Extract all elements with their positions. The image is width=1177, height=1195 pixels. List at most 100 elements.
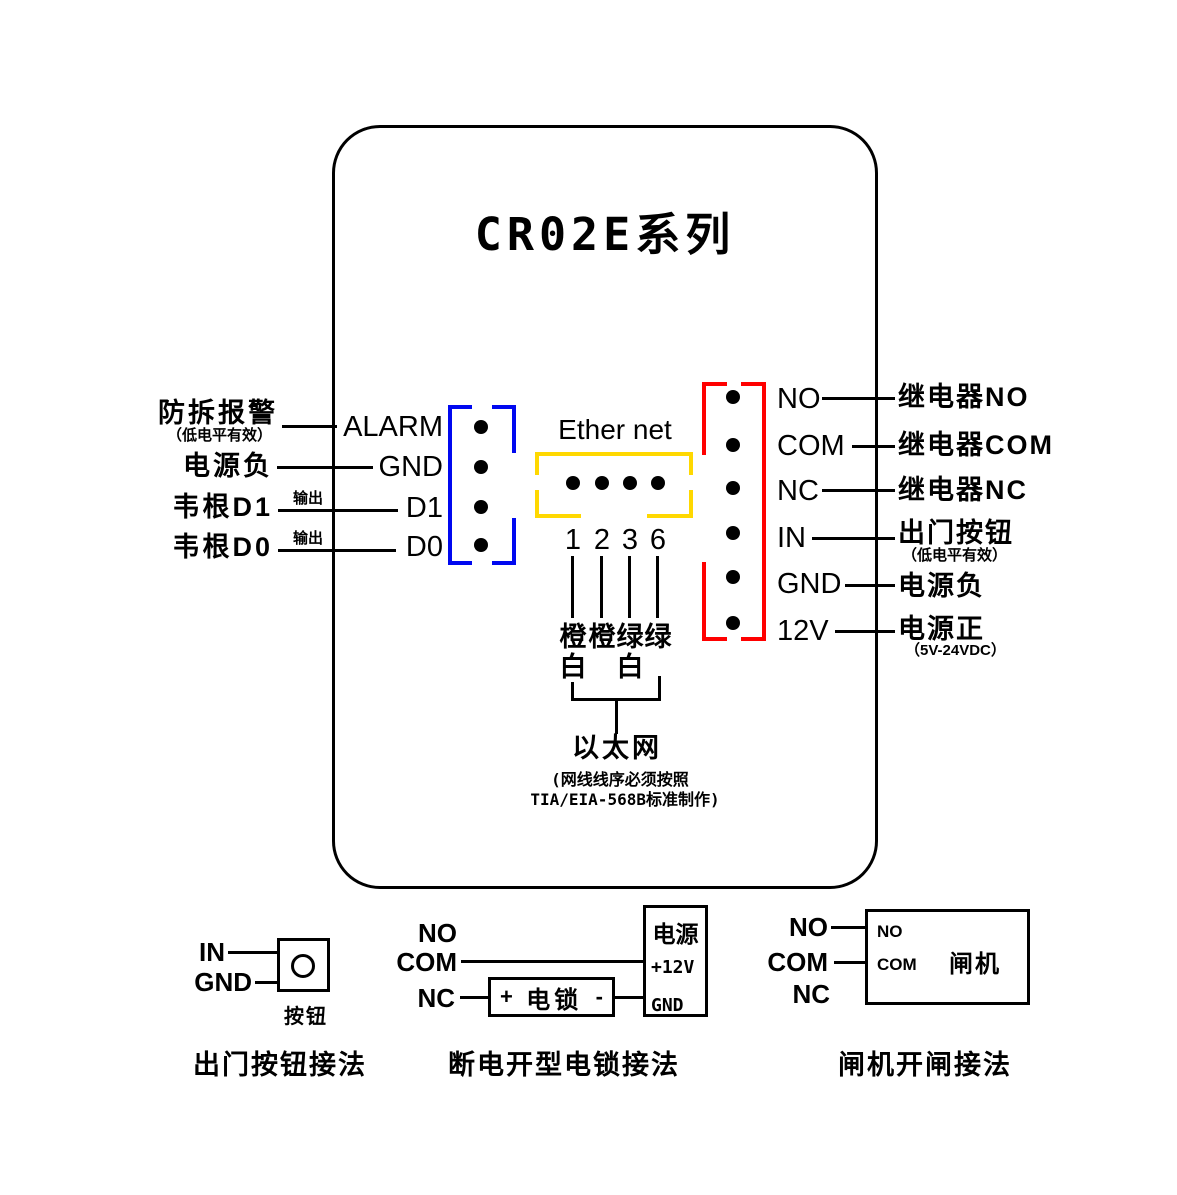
lock-nc-label: NC: [417, 983, 455, 1013]
lock-plus: +: [500, 984, 513, 1009]
wire-color-1: 橙: [559, 622, 587, 652]
pin-gnd-left: GND: [378, 451, 443, 483]
lock-box: + 电锁 -: [488, 977, 615, 1017]
ethernet-note-1: (网线线序必须按照: [551, 770, 689, 789]
wire-gnd-left: [277, 466, 373, 469]
psu-title: 电源: [652, 921, 699, 947]
pin-dot: [474, 500, 488, 514]
lock-no-label: NO: [418, 918, 457, 948]
gate-box-label: 闸机: [949, 951, 1001, 978]
ethernet-bus-label: 以太网: [572, 733, 662, 763]
wire-color-3: 绿: [616, 622, 644, 652]
left-label-wiegand-d0: 韦根D0: [172, 532, 273, 562]
label-power-neg: 电源负: [898, 571, 985, 601]
wire-relay-no: [822, 397, 895, 400]
lock-wire-com: [461, 960, 645, 963]
wire-relay-nc: [822, 489, 895, 492]
ethernet-pin-2: 2: [593, 524, 611, 556]
caption-lock: 断电开型电锁接法: [448, 1050, 680, 1080]
pin-dot: [623, 476, 637, 490]
wire-alarm: [282, 425, 337, 428]
wire-color-2: 橙: [588, 622, 616, 652]
wire-relay-com: [852, 445, 895, 448]
pin-alarm: ALARM: [343, 411, 443, 443]
pin-dot: [726, 438, 740, 452]
gate-nc-label: NC: [792, 979, 830, 1009]
bundle-bracket-left: [571, 682, 574, 701]
pin-dot: [474, 420, 488, 434]
pin-com: COM: [777, 430, 845, 462]
wire-color-3-sub: 白: [616, 652, 644, 682]
pin-d0: D0: [405, 531, 443, 563]
label-power-pos-note: （5V-24VDC）: [905, 642, 1006, 659]
gate-box-no: NO: [877, 922, 903, 941]
pin-dot: [726, 526, 740, 540]
btn-wire-in: [228, 951, 279, 954]
gate-no-label: NO: [789, 912, 828, 942]
pin-gnd-right: GND: [777, 568, 842, 600]
gate-box-com: COM: [877, 955, 917, 974]
label-relay-no: 继电器NO: [898, 382, 1030, 412]
wire-d0: [278, 549, 396, 552]
left-label-alarm: 防拆报警: [158, 398, 278, 428]
caption-gate: 闸机开闸接法: [838, 1050, 1012, 1080]
pin-dot: [651, 476, 665, 490]
wire-d1: [278, 509, 398, 512]
button-box-label: 按钮: [284, 1006, 328, 1028]
ethernet-pin-1: 1: [564, 524, 582, 556]
btn-wire-gnd: [255, 981, 279, 984]
lock-wire-nc: [460, 996, 490, 999]
bundle-stem: [615, 698, 618, 734]
lock-box-label: 电锁: [526, 986, 583, 1014]
left-label-wiegand-d1: 韦根D1: [172, 492, 273, 522]
pin-no: NO: [777, 383, 821, 415]
pin-dot: [726, 390, 740, 404]
gate-wire-no: [831, 926, 867, 929]
psu-box: 电源 +12V GND: [643, 905, 708, 1017]
lock-minus: -: [595, 984, 603, 1009]
label-relay-nc: 继电器NC: [898, 475, 1028, 505]
label-power-pos: 电源正: [898, 614, 985, 644]
pin-12v: 12V: [777, 615, 829, 647]
ethernet-wire-6: [656, 556, 659, 618]
ethernet-pin-3: 3: [621, 524, 639, 556]
ethernet-note-2: TIA/EIA-568B标准制作): [530, 790, 720, 809]
label-relay-com: 继电器COM: [898, 430, 1054, 460]
ethernet-wire-2: [600, 556, 603, 618]
wire-color-6: 绿: [644, 622, 672, 652]
output-tag-d0: 输出: [292, 530, 323, 547]
pin-dot: [726, 481, 740, 495]
lock-wire-gnd: [613, 996, 645, 999]
device-title: CR02E系列: [474, 208, 736, 261]
pin-dot: [474, 460, 488, 474]
btn-gnd-label: GND: [194, 967, 252, 997]
wire-exit-button: [812, 537, 895, 540]
left-label-power-neg: 电源负: [183, 451, 273, 481]
wire-power-pos: [835, 630, 895, 633]
wire-color-1-sub: 白: [559, 652, 587, 682]
gate-com-label: COM: [767, 947, 828, 977]
gate-box: NO COM 闸机: [865, 909, 1030, 1005]
ethernet-wire-3: [628, 556, 631, 618]
pin-dot: [566, 476, 580, 490]
bundle-bracket-right: [658, 676, 661, 701]
lock-com-label: COM: [396, 947, 457, 977]
gate-wire-com: [834, 961, 867, 964]
pin-dot: [726, 616, 740, 630]
output-tag-d1: 输出: [292, 490, 323, 507]
device-outline: [332, 125, 878, 889]
psu-12v: +12V: [651, 957, 695, 978]
pin-nc: NC: [777, 475, 819, 507]
pin-in: IN: [777, 522, 806, 554]
ethernet-title: Ether net: [558, 414, 672, 445]
btn-in-label: IN: [199, 937, 225, 967]
ethernet-wire-1: [571, 556, 574, 618]
label-exit-button-note: （低电平有效）: [902, 547, 1008, 564]
pin-d1: D1: [405, 492, 443, 524]
left-label-alarm-note: （低电平有效）: [166, 427, 272, 444]
pin-dot: [595, 476, 609, 490]
pin-dot: [726, 570, 740, 584]
ethernet-pin-6: 6: [649, 524, 667, 556]
wire-power-neg: [845, 584, 895, 587]
